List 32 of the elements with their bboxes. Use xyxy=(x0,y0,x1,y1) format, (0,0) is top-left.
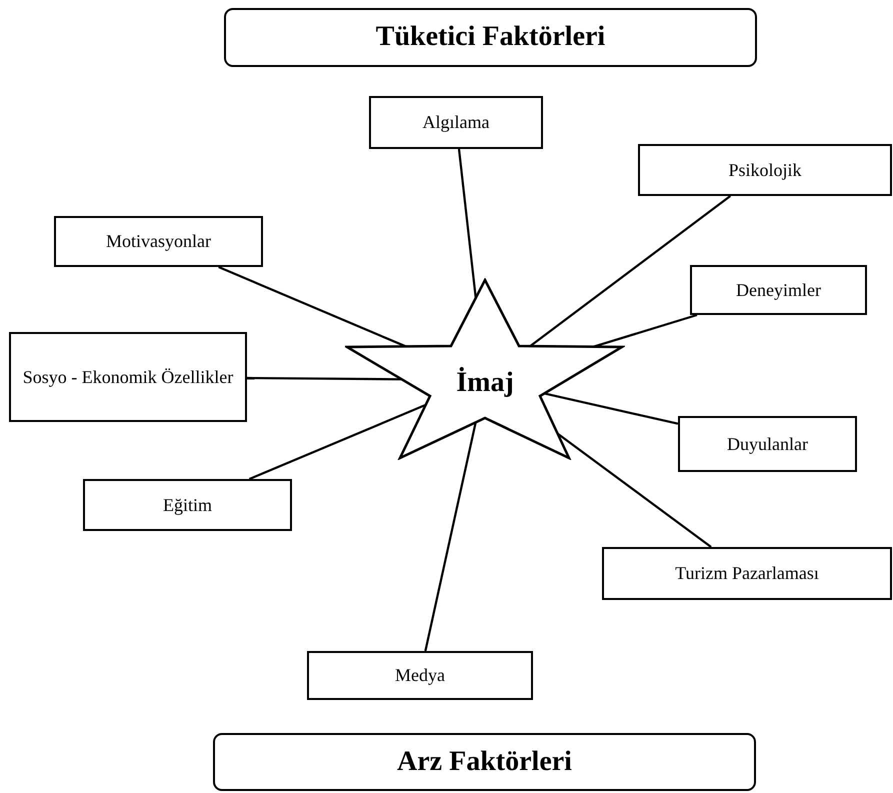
heading-box xyxy=(213,733,756,791)
factor-label: Sosyo - Ekonomik Özellikler xyxy=(22,366,234,388)
connector-line xyxy=(556,432,712,548)
connector-line xyxy=(218,266,406,348)
factor-label: Duyulanlar xyxy=(727,434,808,454)
connector-line xyxy=(458,148,477,298)
connector-line xyxy=(248,404,426,480)
connector-line xyxy=(424,422,477,652)
factor-label: Medya xyxy=(395,665,445,686)
factor-box xyxy=(369,96,543,149)
factor-label: Turizm Pazarlaması xyxy=(675,563,819,584)
heading-box xyxy=(224,8,757,67)
factor-box xyxy=(638,144,892,196)
connector-line xyxy=(530,195,731,347)
factor-box xyxy=(678,416,857,472)
factor-label: Motivasyonlar xyxy=(106,231,211,252)
factor-label: Deneyimler xyxy=(736,280,821,300)
factor-label: Algılama xyxy=(422,112,490,133)
center-label: İmaj xyxy=(456,366,514,400)
connector-line xyxy=(544,392,678,425)
factor-box xyxy=(83,479,292,531)
factor-box xyxy=(54,216,263,267)
factor-label: Psikolojik xyxy=(728,160,802,180)
factor-box xyxy=(307,651,533,700)
factor-box xyxy=(602,547,892,600)
factor-box xyxy=(690,265,867,315)
heading-text: Arz Faktörleri xyxy=(397,746,572,778)
factor-box xyxy=(9,332,247,422)
connector-line xyxy=(593,314,698,348)
factor-label: Eğitim xyxy=(163,494,212,516)
heading-text: Tüketici Faktörleri xyxy=(376,21,606,54)
connector-line xyxy=(246,376,402,380)
